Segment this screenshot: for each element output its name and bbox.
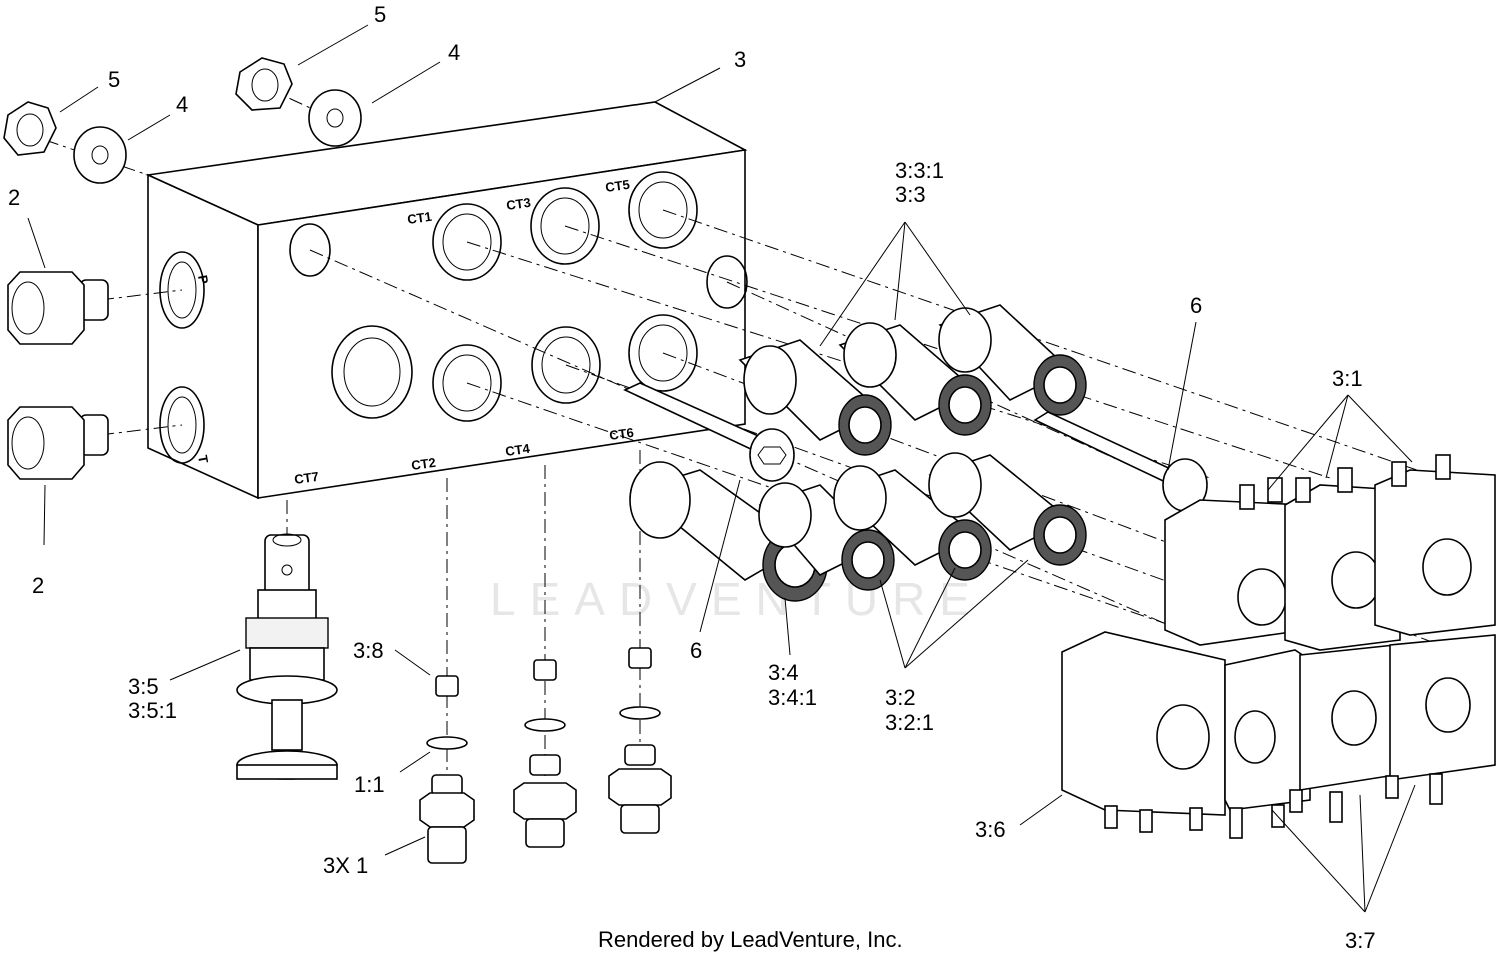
watermark: LEADVENTURE — [490, 573, 984, 625]
callout-4-left: 4 — [176, 92, 188, 117]
hex-nut-5-right — [235, 57, 293, 111]
cartridge-valve-3-2-b — [833, 465, 992, 581]
callout-3-3-1: 3:3:1 — [895, 158, 944, 183]
cartridge-valve-3-3-a — [738, 339, 892, 456]
callout-3-5-1: 3:5:1 — [128, 698, 177, 723]
washer-4-left — [73, 126, 127, 184]
cartridge-valve-3-2-a — [758, 482, 895, 591]
bolt-6-left — [623, 382, 795, 482]
solenoid-coil-3-7-c — [1385, 634, 1496, 805]
callout-6-right: 6 — [1190, 293, 1202, 318]
port-label-ct2: CT2 — [410, 455, 436, 473]
plug-fitting-column-3 — [608, 647, 672, 834]
plug-fitting-column-2 — [513, 659, 577, 848]
solenoid-coil-3-1-b — [1284, 467, 1401, 651]
fitting-2-upper — [7, 271, 109, 345]
plug-fitting-column-1 — [419, 675, 475, 864]
bolt-6-right — [1033, 411, 1208, 512]
leader-lines — [27, 24, 1416, 913]
callout-3-4: 3:4 — [768, 660, 799, 685]
callout-3-2: 3:2 — [885, 685, 916, 710]
callout-1-1: 1:1 — [354, 772, 385, 797]
solenoid-coil-3-1-c — [1374, 454, 1496, 636]
callout-2-lower: 2 — [32, 573, 44, 598]
callout-3-1: 3:1 — [1332, 366, 1363, 391]
callout-3-3: 3:3 — [895, 182, 926, 207]
solenoid-coil-3-1-a — [1164, 477, 1306, 646]
port-label-t: T — [195, 454, 211, 464]
manifold-block — [145, 101, 748, 500]
solenoid-coil-3-7-a — [1224, 649, 1311, 839]
washer-4-right — [308, 89, 362, 147]
port-label-ct1: CT1 — [406, 209, 432, 227]
callout-3-8: 3:8 — [353, 638, 384, 663]
solenoid-coil-3-6 — [1061, 631, 1226, 833]
callout-6-left: 6 — [690, 638, 702, 663]
callout-5-left: 5 — [108, 67, 120, 92]
callout-3x-1: 3X 1 — [323, 853, 368, 878]
callout-3-4-1: 3:4:1 — [768, 685, 817, 710]
hex-nut-5-left — [3, 101, 57, 156]
port-label-ct7: CT7 — [293, 469, 319, 487]
port-label-ct3: CT3 — [505, 195, 531, 213]
callout-3-5: 3:5 — [128, 674, 159, 699]
callout-3: 3 — [734, 47, 746, 72]
callout-4-right: 4 — [448, 40, 460, 65]
port-label-p: P — [195, 274, 211, 285]
cartridge-valve-3-3-c — [938, 304, 1087, 416]
port-label-ct4: CT4 — [504, 441, 531, 459]
callout-5-right: 5 — [374, 2, 386, 27]
cartridge-valve-3-3-b — [838, 322, 992, 436]
callout-2-upper: 2 — [8, 185, 20, 210]
port-label-ct5: CT5 — [604, 177, 630, 195]
callout-3-6: 3:6 — [975, 817, 1006, 842]
callout-3-7: 3:7 — [1345, 928, 1376, 953]
callout-3-2-1: 3:2:1 — [885, 710, 934, 735]
fitting-2-lower — [7, 406, 109, 480]
cartridge-valve-3-2-c — [928, 452, 1087, 566]
relief-valve-3-5 — [236, 533, 338, 780]
render-credit: Rendered by LeadVenture, Inc. — [598, 927, 903, 952]
